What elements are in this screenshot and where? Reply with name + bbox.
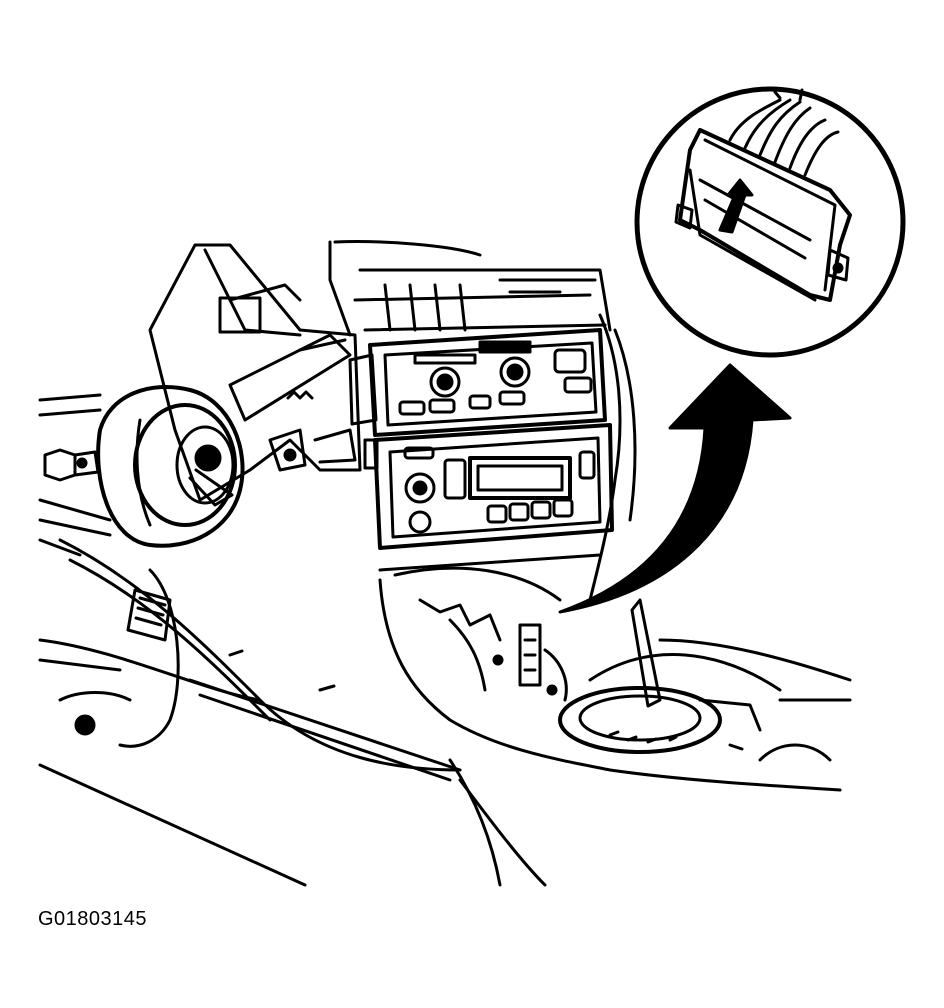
callout-arrow xyxy=(558,363,792,614)
floor-trim-lines xyxy=(38,649,547,887)
figure-code: G01803145 xyxy=(38,908,148,930)
radio-unit xyxy=(363,423,614,550)
steering-hub xyxy=(96,384,245,548)
connector-detail-callout xyxy=(634,86,906,358)
climate-control-panel xyxy=(348,328,607,437)
steering-column xyxy=(148,243,362,502)
center-console xyxy=(378,553,852,792)
center-stack xyxy=(328,240,637,602)
